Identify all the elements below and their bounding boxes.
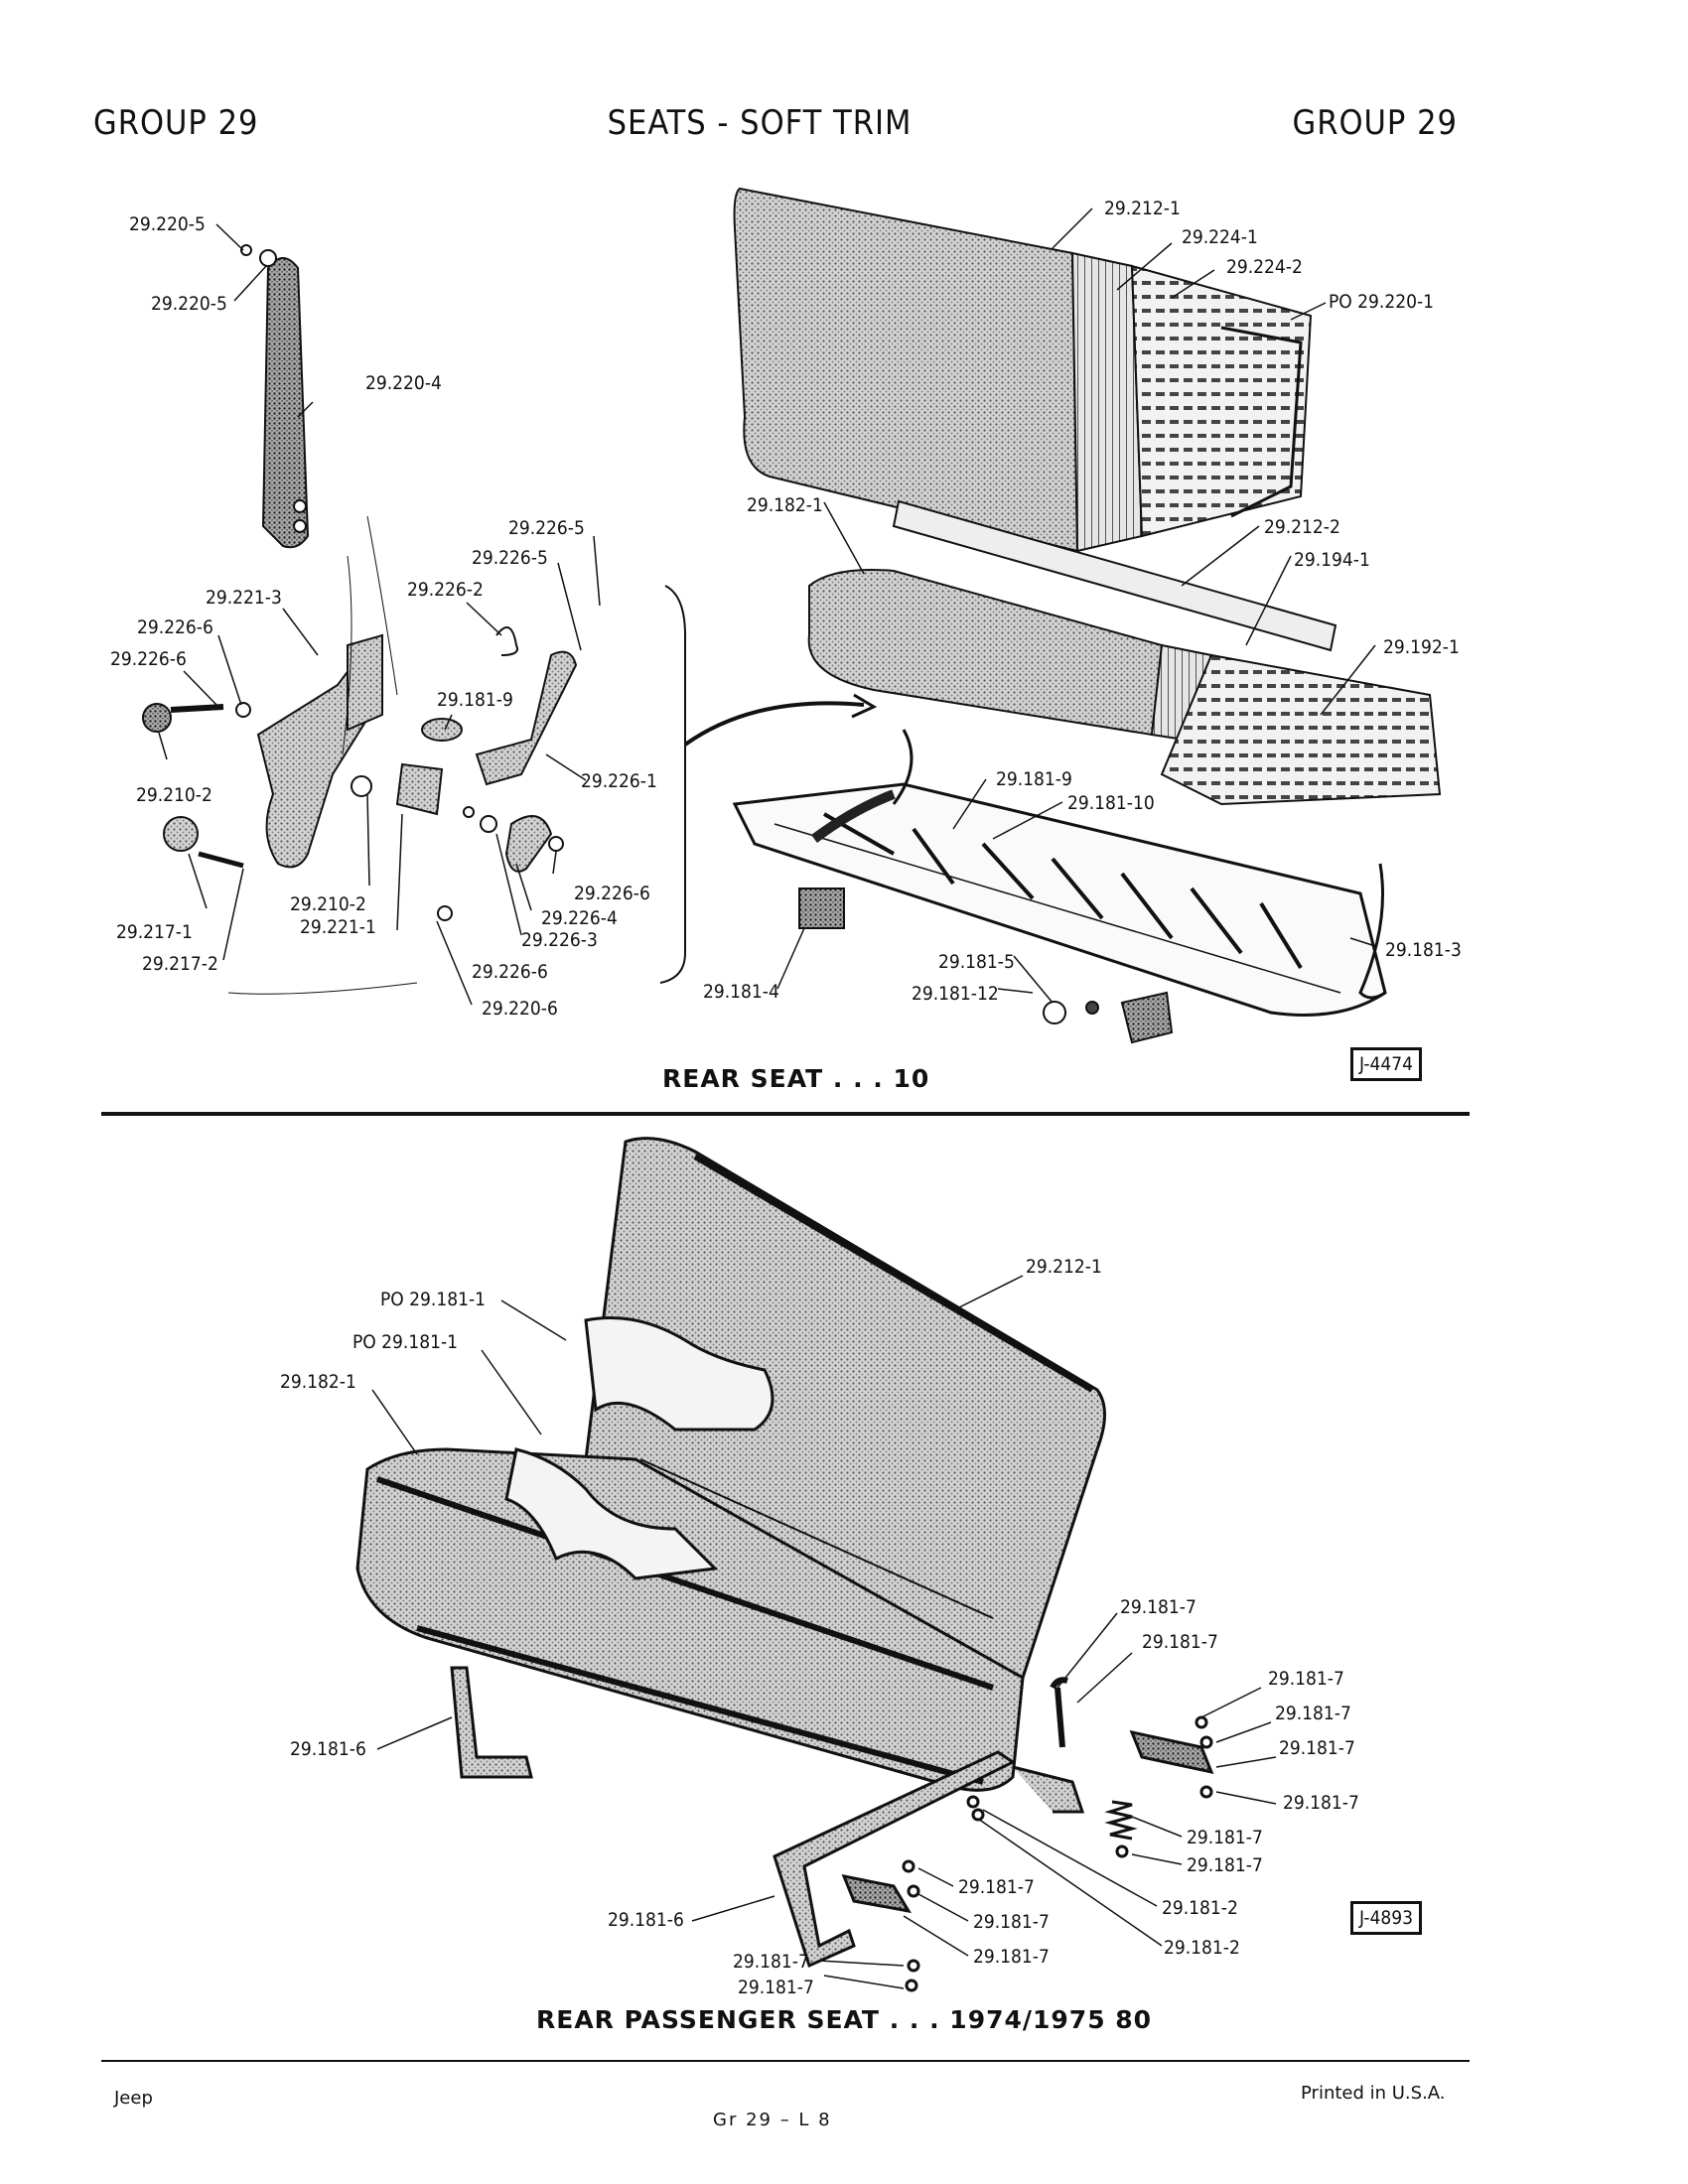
callout: 29.182-1 bbox=[747, 494, 823, 516]
knob bbox=[142, 703, 172, 733]
bottom-leader-lines bbox=[371, 1275, 1277, 1989]
callout: 29.226-5 bbox=[508, 517, 585, 539]
callout: 29.212-1 bbox=[1104, 198, 1181, 219]
page-title: SEATS - SOFT TRIM bbox=[607, 103, 913, 143]
callout: 29.181-7 bbox=[1187, 1854, 1263, 1876]
seat-cushion-frame bbox=[1160, 653, 1442, 806]
section-divider bbox=[101, 1112, 1470, 1116]
callout: 29.181-7 bbox=[1120, 1596, 1196, 1618]
callout: 29.181-7 bbox=[1275, 1703, 1351, 1724]
bottom-diagram-caption: REAR PASSENGER SEAT . . . 1974/1975 80 bbox=[536, 2005, 1153, 2034]
footer-printed: Printed in U.S.A. bbox=[1301, 2083, 1446, 2104]
callout: 29.181-7 bbox=[738, 1977, 814, 1998]
callout: 29.212-2 bbox=[1264, 516, 1340, 538]
seat-leg-left bbox=[450, 1666, 533, 1779]
callout: 29.181-7 bbox=[733, 1951, 809, 1973]
top-callouts: 29.220-5 29.220-5 29.220-4 29.226-5 29.2… bbox=[110, 198, 1462, 1020]
rear-passenger-seat-view bbox=[355, 1137, 1214, 1992]
seat-back-frame bbox=[1130, 264, 1313, 538]
bracket-right bbox=[1120, 991, 1174, 1044]
callout: 29.220-5 bbox=[129, 213, 206, 235]
callout: 29.181-12 bbox=[912, 983, 999, 1005]
callout: 29.226-1 bbox=[581, 770, 657, 792]
group-label-left: GROUP 29 bbox=[93, 103, 259, 143]
callout: 29.194-1 bbox=[1294, 549, 1370, 571]
callout: PO 29.181-1 bbox=[352, 1331, 458, 1353]
callout: 29.181-9 bbox=[996, 768, 1072, 790]
rear-seat-exploded-view bbox=[142, 187, 1442, 1044]
pivot-bar bbox=[892, 499, 1337, 652]
callout: 29.181-7 bbox=[1187, 1827, 1263, 1848]
hinge-lever bbox=[475, 650, 578, 786]
callout: 29.181-7 bbox=[1283, 1792, 1359, 1814]
seat-belt-strap bbox=[261, 257, 310, 549]
group-label-right: GROUP 29 bbox=[1292, 103, 1458, 143]
callout: 29.221-3 bbox=[206, 587, 282, 609]
callout: 29.181-7 bbox=[1142, 1631, 1218, 1653]
callout: 29.181-7 bbox=[958, 1876, 1035, 1898]
seat-back-padding bbox=[1070, 251, 1144, 553]
callout: PO 29.181-1 bbox=[380, 1289, 486, 1310]
top-diagram-caption: REAR SEAT . . . 10 bbox=[662, 1064, 930, 1093]
strap-washer bbox=[259, 249, 277, 267]
callout: 29.226-3 bbox=[521, 929, 598, 951]
callout: 29.181-7 bbox=[1279, 1737, 1355, 1759]
callout: 29.210-2 bbox=[290, 893, 366, 915]
callout: 29.181-6 bbox=[608, 1909, 684, 1931]
callout: 29.226-5 bbox=[472, 547, 548, 569]
bracket-left bbox=[798, 887, 845, 929]
footer-brand: Jeep bbox=[114, 2088, 153, 2109]
spring bbox=[1104, 1800, 1138, 1841]
callout: 29.181-2 bbox=[1164, 1937, 1240, 1959]
callout: 29.181-7 bbox=[973, 1946, 1050, 1968]
lower-bracket bbox=[841, 1873, 912, 1914]
callout: 29.220-4 bbox=[365, 372, 442, 394]
callout: 29.224-2 bbox=[1226, 256, 1303, 278]
seat-leg-right bbox=[773, 1750, 1016, 1969]
callout: 29.226-6 bbox=[472, 961, 548, 983]
callout: 29.181-3 bbox=[1385, 939, 1462, 961]
callout: 29.212-1 bbox=[1026, 1256, 1102, 1278]
footer-page-number: Gr 29 – L 8 bbox=[713, 2110, 832, 2130]
pulley bbox=[163, 816, 199, 852]
callout: 29.226-6 bbox=[574, 883, 650, 904]
footer-divider bbox=[101, 2060, 1470, 2062]
callout: 29.181-7 bbox=[973, 1911, 1050, 1933]
callout: 29.181-6 bbox=[290, 1738, 366, 1760]
callout: 29.182-1 bbox=[280, 1371, 356, 1393]
callout: 29.210-2 bbox=[136, 784, 212, 806]
callout: 29.217-2 bbox=[142, 953, 218, 975]
hinge-bracket bbox=[1129, 1729, 1214, 1775]
callout: 29.221-1 bbox=[300, 916, 376, 938]
callout: 29.226-6 bbox=[110, 648, 187, 670]
callout: 29.217-1 bbox=[116, 921, 193, 943]
callout: 29.192-1 bbox=[1383, 636, 1460, 658]
callout: 29.181-9 bbox=[437, 689, 513, 711]
seat-cushion bbox=[807, 569, 1164, 737]
callout: 29.226-6 bbox=[137, 616, 213, 638]
seat-cushion-bottom bbox=[355, 1447, 1025, 1792]
callout: 29.181-4 bbox=[703, 981, 779, 1003]
top-figure-ref: J-4474 bbox=[1350, 1047, 1423, 1081]
callout: 29.181-2 bbox=[1162, 1897, 1238, 1919]
seat-back-cushion bbox=[733, 187, 1079, 553]
bottom-callouts: 29.212-1 PO 29.181-1 PO 29.181-1 29.182-… bbox=[280, 1256, 1359, 1998]
callout: 29.181-10 bbox=[1067, 792, 1155, 814]
top-leader-lines bbox=[158, 207, 1376, 1006]
callout: 29.226-4 bbox=[541, 907, 618, 929]
callout: 29.224-1 bbox=[1182, 226, 1258, 248]
callout: 29.226-2 bbox=[407, 579, 484, 601]
callout: PO 29.220-1 bbox=[1329, 291, 1434, 313]
bottom-figure-ref: J-4893 bbox=[1350, 1901, 1423, 1935]
callout: 29.220-5 bbox=[151, 293, 227, 315]
callout: 29.220-6 bbox=[482, 998, 558, 1020]
callout: 29.181-5 bbox=[938, 951, 1015, 973]
callout: 29.181-7 bbox=[1268, 1668, 1344, 1690]
